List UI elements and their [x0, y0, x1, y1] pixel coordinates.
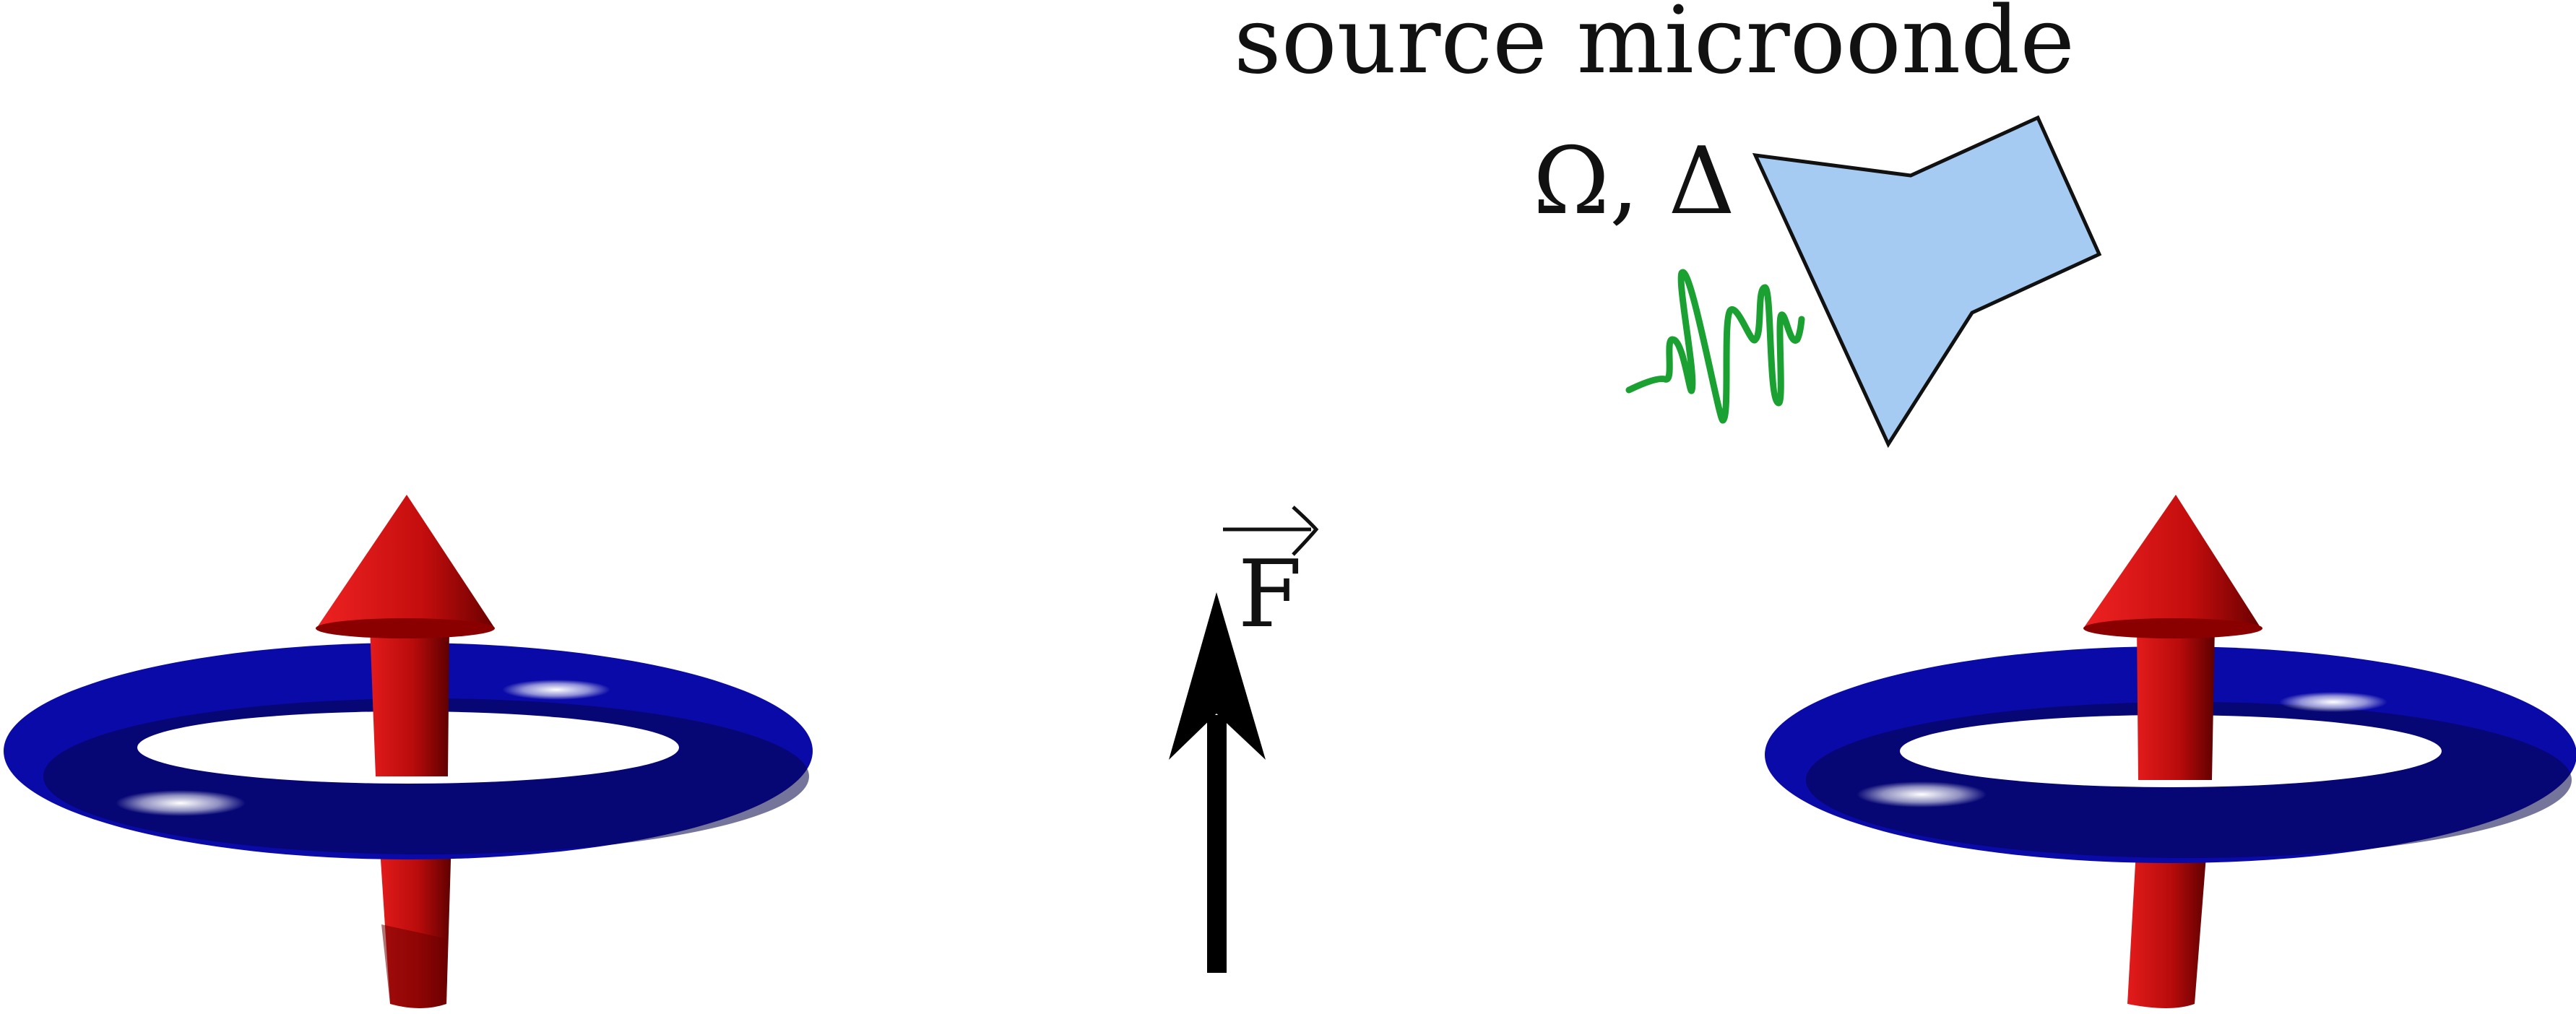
force-arrow-shaft: [1207, 715, 1227, 973]
right-spin-shaft-lower: [2127, 838, 2208, 1008]
right-spin-shaft-upper: [2137, 627, 2215, 780]
right-ring-highlight-2: [2279, 692, 2387, 712]
vector-hook: [1292, 506, 1319, 556]
right-spin-cone-base: [2083, 618, 2262, 638]
left-ring-highlight-1: [116, 790, 246, 816]
param-label: Ω, Δ: [1533, 128, 1735, 235]
left-spin-cone: [316, 495, 495, 638]
left-spin-cone-base: [316, 618, 495, 638]
right-ring-highlight-1: [1857, 781, 1987, 807]
left-ring-highlight-2: [502, 680, 610, 700]
force-arrow-icon: [1169, 592, 1266, 973]
right-atom-icon: [1765, 495, 2576, 1008]
force-letter: F: [1238, 541, 1302, 649]
microwave-wave-icon: [1625, 269, 1805, 424]
left-atom-icon: [4, 495, 813, 1008]
source-label: source microonde: [1234, 0, 2075, 95]
left-spin-shaft-upper: [370, 627, 449, 776]
force-arrow-head: [1169, 592, 1266, 760]
force-label: F: [1223, 506, 1319, 649]
left-spin-shaft-shade: [381, 924, 448, 1008]
microwave-source-icon: [1752, 115, 2102, 448]
right-spin-cone: [2083, 495, 2261, 638]
